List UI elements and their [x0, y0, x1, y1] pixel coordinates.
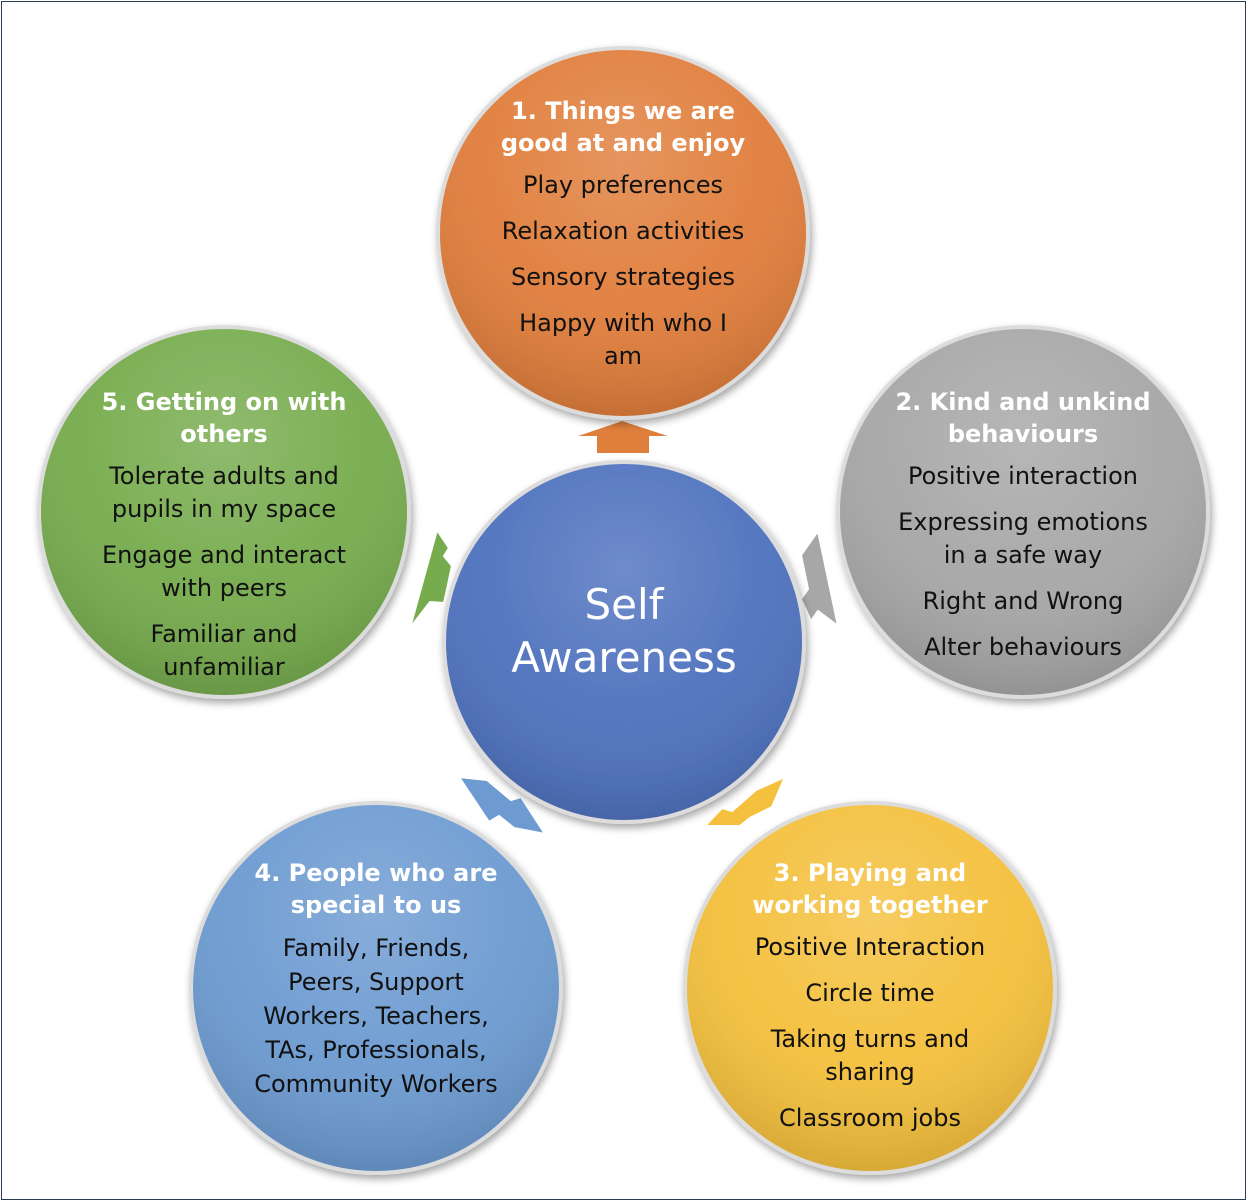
circle-item-line: Workers, Teachers,	[263, 1002, 489, 1030]
circle-1-title: 1. Things we are good at and enjoy	[501, 95, 745, 159]
circle-title-line: 2. Kind and unkind	[895, 388, 1151, 416]
circle-item-line: am	[603, 342, 643, 370]
circle-5-shape	[37, 325, 411, 699]
circle-title-line: special to us	[290, 891, 462, 919]
circle-item: Tolerate adults and pupils in my space	[109, 460, 339, 526]
circle-item: Play preferences	[523, 169, 723, 202]
circle-item: Circle time	[805, 977, 934, 1010]
circle-item-line: Community Workers	[254, 1070, 498, 1098]
circle-item-line: Happy with who I	[519, 309, 727, 337]
circle-item-line: Right and Wrong	[922, 587, 1124, 615]
circle-3-title: 3. Playing and working together	[752, 857, 987, 921]
center-label-line-2: Awareness	[511, 633, 737, 682]
circle-item: Classroom jobs	[779, 1102, 961, 1135]
circle-title-line: working together	[752, 891, 988, 919]
arrow-to-circle-4	[456, 775, 548, 836]
circle-item: Positive Interaction	[755, 931, 985, 964]
circle-item: Happy with who I am	[519, 307, 727, 373]
circle-item-line: Play preferences	[522, 171, 723, 199]
center-label-line-1: Self	[584, 580, 664, 629]
arrow-to-circle-3	[702, 775, 787, 827]
circle-item-line: Positive interaction	[908, 462, 1138, 490]
circle-title-line: 5. Getting on with	[101, 388, 347, 416]
circle-item-line: Expressing emotions	[898, 508, 1148, 536]
circle-3-shape	[683, 801, 1057, 1175]
circle-item-line: Familiar and	[150, 620, 298, 648]
circle-2-title: 2. Kind and unkind behaviours	[895, 386, 1150, 450]
circle-title-line: behaviours	[947, 420, 1099, 448]
circle-item-line: Taking turns and	[770, 1025, 970, 1053]
circle-item: Right and Wrong	[923, 585, 1124, 618]
circle-1-shape	[436, 46, 810, 420]
circle-item-line: Sensory strategies	[511, 263, 735, 291]
circle-item-line: with peers	[161, 574, 287, 602]
circle-item: Positive interaction	[908, 460, 1138, 493]
circle-title-line: 1. Things we are	[511, 97, 735, 125]
circle-4-text: 4. People who are special to us Family, Fr…	[226, 857, 526, 1101]
circle-title-line: others	[180, 420, 268, 448]
circle-4-shape	[189, 801, 563, 1175]
circle-item: Expressing emotions in a safe way	[898, 506, 1148, 572]
circle-item-line: sharing	[825, 1058, 915, 1086]
circle-title-line: 3. Playing and	[773, 859, 967, 887]
circle-item: Familiar and unfamiliar	[150, 618, 297, 684]
arrow-to-circle-2	[799, 528, 840, 629]
circle-item-line: pupils in my space	[111, 495, 337, 523]
circle-item: Relaxation activities	[502, 215, 744, 248]
circle-item-line: Relaxation activities	[501, 217, 745, 245]
circle-title-line: good at and enjoy	[500, 129, 746, 157]
arrow-to-circle-5	[409, 527, 454, 629]
circle-item-line: Classroom jobs	[779, 1104, 961, 1132]
circle-item-line: Family, Friends,	[282, 934, 470, 962]
circle-4-title: 4. People who are special to us	[255, 857, 498, 921]
circle-item-line: TAs, Professionals,	[265, 1036, 487, 1064]
circle-item: Alter behaviours	[924, 631, 1122, 664]
circle-2-shape	[836, 325, 1210, 699]
circle-item-line: Positive Interaction	[754, 933, 986, 961]
circle-item-line: Circle time	[805, 979, 935, 1007]
circle-5-title: 5. Getting on with others	[102, 386, 347, 450]
arrow-to-circle-1	[571, 418, 675, 455]
circle-item-line: Alter behaviours	[924, 633, 1122, 661]
circle-item-line: unfamiliar	[163, 653, 285, 681]
circle-item: Sensory strategies	[511, 261, 735, 294]
circle-item-line: Engage and interact	[102, 541, 346, 569]
circle-item: Engage and interact with peers	[102, 539, 346, 605]
circle-item-line: Peers, Support	[288, 968, 464, 996]
center-label: Self Awareness	[445, 578, 803, 684]
center-circle-shape	[442, 460, 806, 824]
circle-item: Taking turns and sharing	[771, 1023, 970, 1089]
circle-title-line: 4. People who are	[254, 859, 498, 887]
circle-item-line: in a safe way	[943, 541, 1103, 569]
circle-item-line: Tolerate adults and	[109, 462, 339, 490]
